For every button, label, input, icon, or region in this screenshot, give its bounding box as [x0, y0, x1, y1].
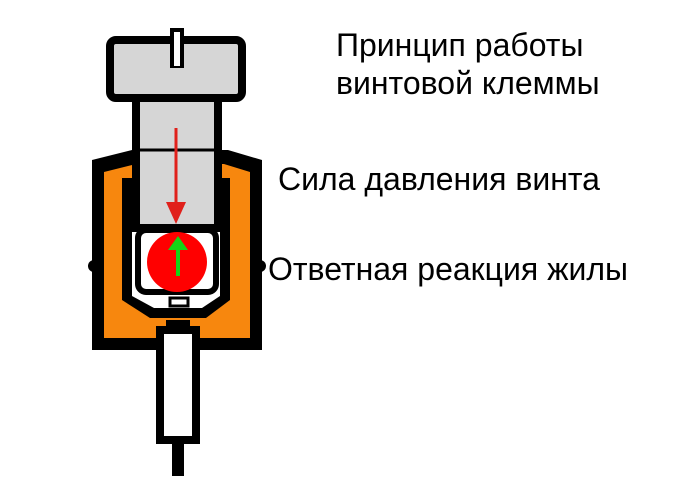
title-line-2: винтовой клеммы: [336, 65, 600, 101]
screw-slot-gap: [174, 32, 180, 66]
wire-reaction-label: Ответная реакция жилы: [268, 251, 629, 287]
screw-force-label: Сила давления винта: [278, 161, 600, 197]
pin-tip: [172, 440, 184, 476]
reaction-arrow-head: [168, 236, 188, 250]
screw-force-arrow: [166, 128, 186, 224]
wire-reaction-arrow: [168, 236, 188, 276]
diagram-title: Принцип работы винтовой клеммы: [336, 26, 600, 102]
right-notch: [254, 260, 266, 272]
terminal-pin: [156, 326, 200, 476]
bottom-slot: [168, 296, 190, 308]
force-arrow-head: [166, 202, 186, 224]
title-line-1: Принцип работы: [336, 27, 584, 63]
left-notch: [88, 260, 100, 272]
pin-body: [156, 326, 200, 444]
